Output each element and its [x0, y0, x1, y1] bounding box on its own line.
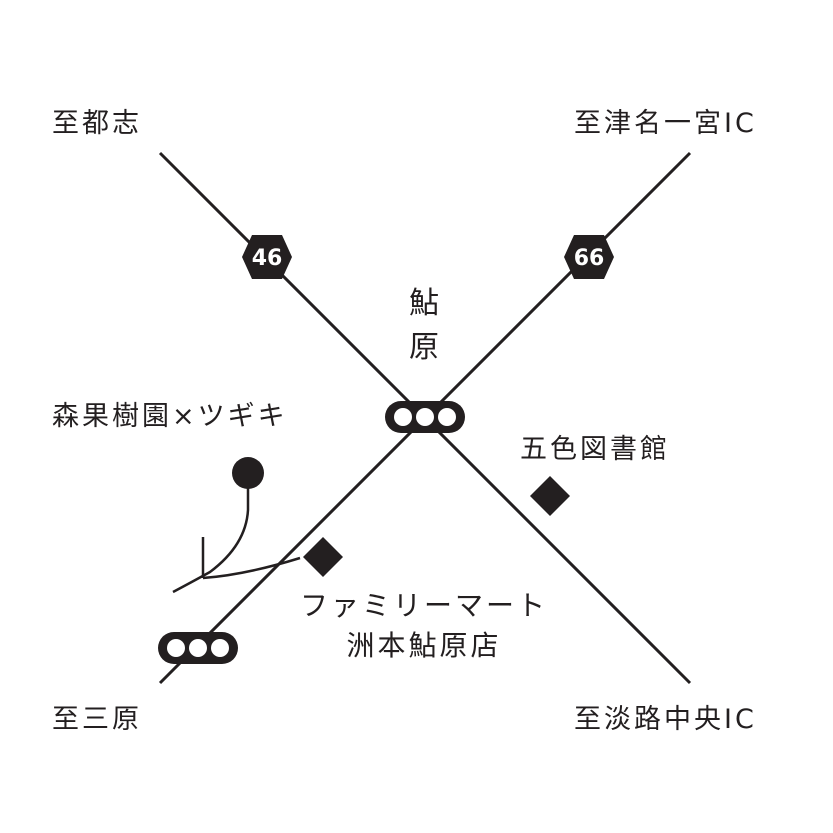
traffic-signal-icon	[385, 401, 465, 433]
library-marker-icon	[530, 476, 570, 516]
destination-mihara: 至三原	[52, 704, 142, 735]
destination-tsuna-ichinomiya-ic: 至津名一宮IC	[574, 108, 757, 139]
local-roads	[172, 475, 301, 594]
route-46-number: 46	[252, 246, 283, 271]
familymart-label-line2: 洲本鮎原店	[346, 629, 502, 662]
orchard-pin-icon	[232, 457, 264, 489]
familymart-label: ファミリーマート 洲本鮎原店	[300, 586, 548, 666]
route-66-number: 66	[574, 246, 605, 271]
destination-toshi: 至都志	[52, 108, 142, 139]
orchard-label: 森果樹園×ツギキ	[52, 401, 288, 432]
route-66-shield: 66	[564, 235, 614, 279]
intersection-name: 鮎原	[409, 286, 439, 365]
route-46-shield: 46	[242, 235, 292, 279]
destination-awaji-chuo-ic: 至淡路中央IC	[574, 704, 757, 735]
familymart-marker-icon	[303, 537, 343, 577]
goshiki-library-label: 五色図書館	[520, 434, 670, 465]
traffic-signal-icon	[158, 632, 238, 664]
familymart-label-line1: ファミリーマート	[300, 589, 549, 622]
